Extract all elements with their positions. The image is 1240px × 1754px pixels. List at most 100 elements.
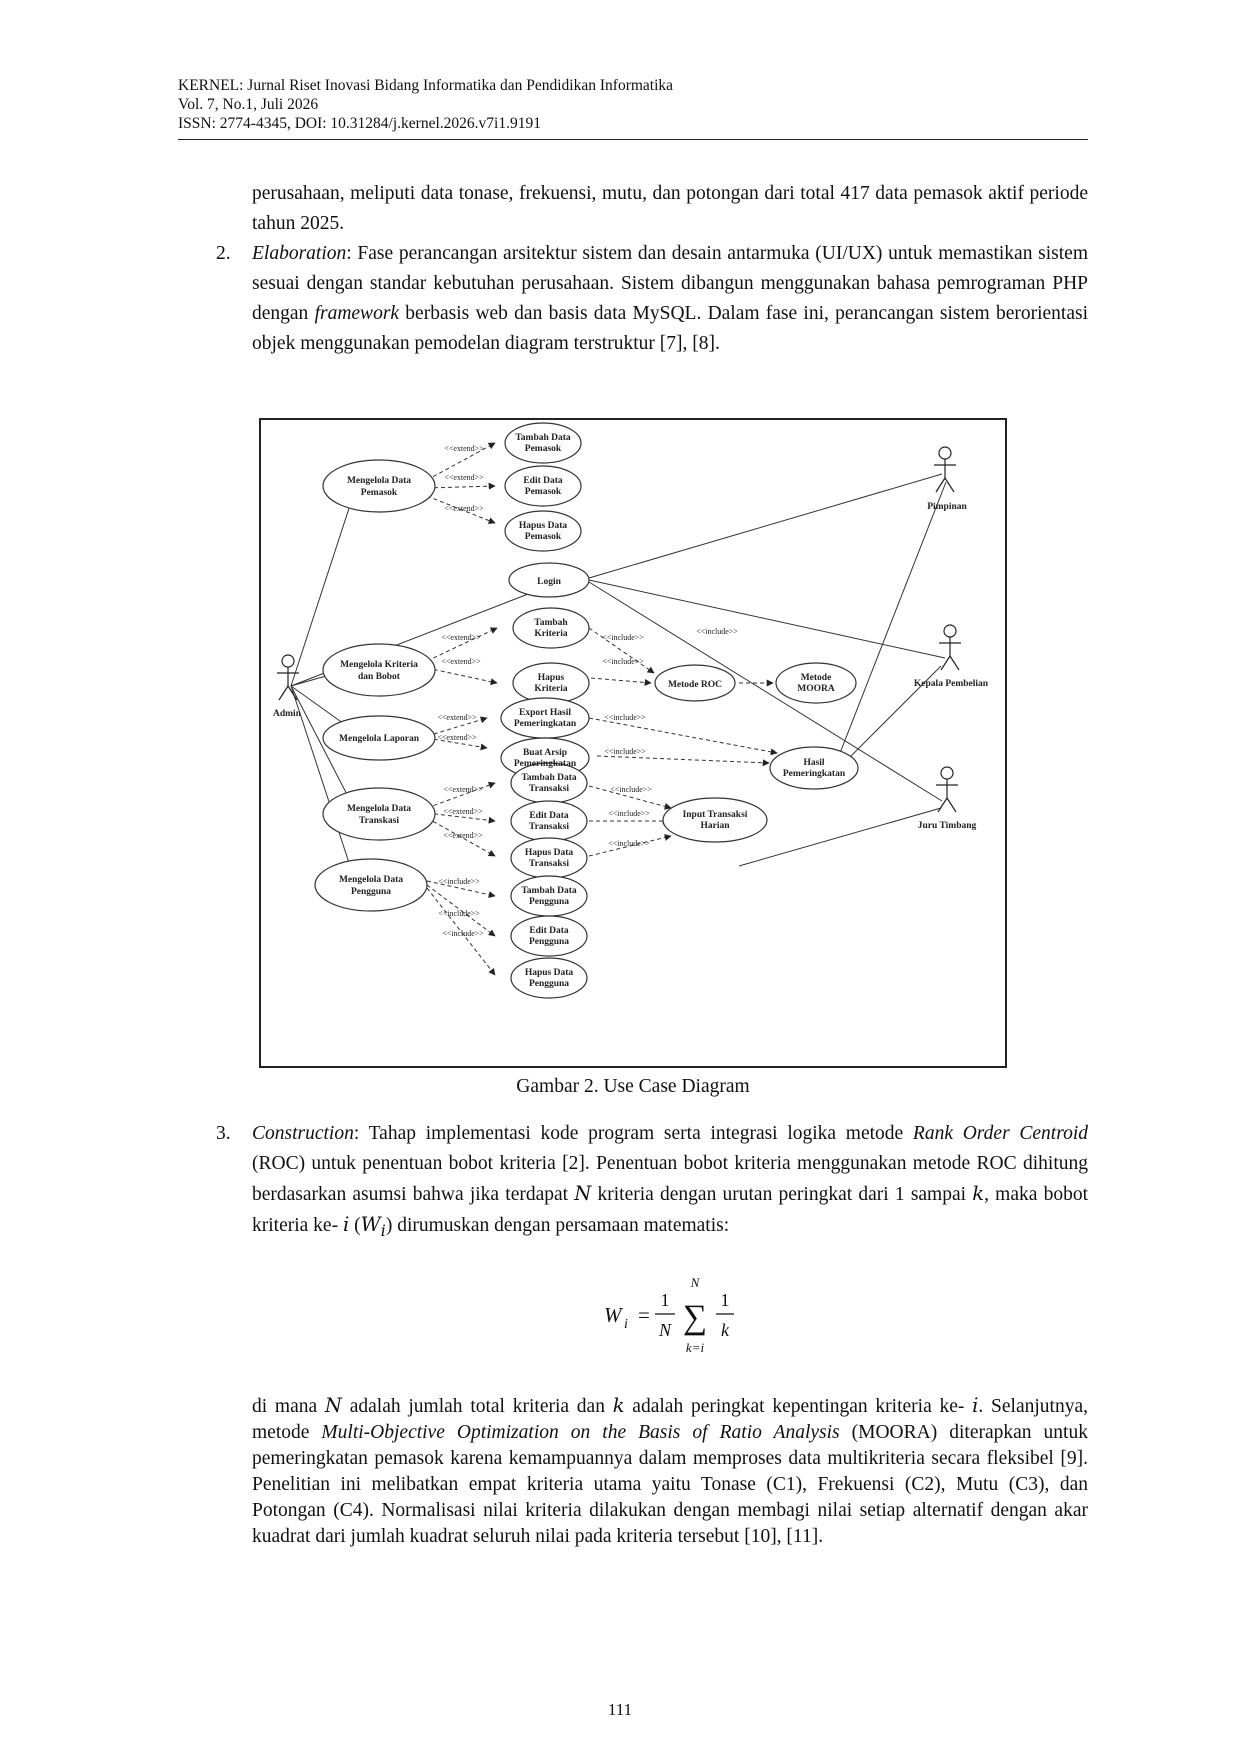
label-admin: Admin: [273, 709, 302, 719]
label-include-5: <<include>>: [604, 747, 646, 756]
usecase-mengelola-kriteria: [322, 643, 436, 697]
eq-sum-top: N: [690, 1275, 701, 1290]
label-include-9: <<include>>: [438, 877, 480, 886]
item3-text-a: : Tahap implementasi kode program serta …: [353, 1123, 913, 1144]
usecase-edit-pemasok: [504, 465, 582, 507]
label-export-2: Pemeringkatan: [514, 719, 577, 729]
label-mengelola-pemasok-1: Mengelola Data: [347, 476, 411, 486]
label-pimpinan: Pimpinan: [927, 502, 967, 512]
label-extend-5: <<extend>>: [441, 657, 481, 666]
usecase-mengelola-transaksi: [322, 787, 436, 841]
label-include-1: <<include>>: [602, 633, 644, 642]
label-extend-10: <<extend>>: [443, 831, 483, 840]
eq-sum-num: 1: [721, 1290, 730, 1310]
item3-text-e: (: [349, 1215, 361, 1236]
label-tambah-kriteria-2: Kriteria: [534, 629, 567, 639]
p4-text-c: adalah peringkat kepentingan kriteria ke…: [624, 1396, 973, 1417]
label-mengelola-transaksi-2: Transkasi: [359, 816, 399, 826]
label-juru-timbang: Juru Timbang: [918, 821, 977, 831]
eq-sum-bottom: k=i: [686, 1340, 705, 1355]
usecase-login: [508, 562, 590, 598]
term-elaboration: Elaboration: [252, 243, 347, 264]
label-edit-pengguna-1: Edit Data: [529, 926, 569, 936]
label-hapus-pengguna-1: Hapus Data: [525, 968, 574, 978]
label-extend-8: <<extend>>: [443, 785, 483, 794]
usecase-metode-moora: [775, 662, 857, 704]
list-number-3: 3.: [216, 1123, 231, 1144]
item2-text-b: berbasis web dan basis data MySQL. Dalam…: [252, 303, 1088, 354]
label-extend-2: <<extend>>: [444, 473, 484, 482]
list-number-2: 2.: [216, 243, 231, 264]
label-include-4: <<include>>: [604, 713, 646, 722]
actor-juru-timbang-icon: [936, 766, 958, 813]
label-mengelola-pemasok-2: Pemasok: [361, 488, 398, 498]
p4-symbol-k: k: [612, 1394, 625, 1417]
stereotype-labels: <<extend>> <<extend>> <<extend>> <<exten…: [437, 444, 738, 938]
label-metode-moora-1: Metode: [801, 673, 832, 683]
p4-symbol-N: N: [324, 1394, 342, 1417]
label-include-11: <<include>>: [442, 929, 484, 938]
usecase-export-hasil: [500, 697, 590, 739]
eq-lhs-sub: i: [624, 1317, 628, 1332]
actor-pimpinan-icon: [934, 446, 956, 493]
usecase-hapus-kriteria: [512, 662, 590, 704]
label-hapus-kriteria-2: Kriteria: [534, 684, 567, 694]
usecase-tambah-pengguna: [510, 875, 588, 917]
label-input-transaksi-2: Harian: [700, 821, 730, 831]
label-edit-pengguna-2: Pengguna: [529, 937, 569, 947]
usecase-edit-pengguna: [510, 915, 588, 957]
usecase-hapus-pemasok: [504, 510, 582, 552]
label-extend-9: <<extend>>: [443, 807, 483, 816]
item3-text-c: kriteria dengan urutan peringkat dari 1 …: [591, 1184, 973, 1205]
label-include-6: <<include>>: [610, 785, 652, 794]
label-tambah-pemasok-1: Tambah Data: [515, 433, 571, 443]
label-tambah-pengguna-1: Tambah Data: [521, 886, 577, 896]
label-hasil-1: Hasil: [803, 758, 824, 768]
label-edit-transaksi-1: Edit Data: [529, 811, 569, 821]
label-hapus-pemasok-1: Hapus Data: [519, 521, 568, 531]
label-mengelola-kriteria-1: Mengelola Kriteria: [340, 660, 418, 670]
usecase-labels: Mengelola Data Pemasok Tambah Data Pemas…: [339, 433, 846, 989]
usecase-mengelola-pengguna: [314, 858, 428, 912]
p4-text-b: adalah jumlah total kriteria dan: [341, 1396, 613, 1417]
label-tambah-pengguna-2: Pengguna: [529, 897, 569, 907]
term-roc: Rank Order Centroid: [912, 1123, 1088, 1144]
item3-text-d: , maka bobot kriteria ke-: [252, 1184, 1088, 1236]
usecase-mengelola-laporan: [322, 715, 436, 761]
usecase-input-transaksi: [662, 797, 768, 843]
label-include-10: <<include>>: [438, 909, 480, 918]
symbol-N: N: [574, 1182, 592, 1205]
eq-equals: =: [638, 1303, 650, 1327]
symbol-k: k: [972, 1182, 985, 1205]
label-hapus-pemasok-2: Pemasok: [525, 532, 562, 542]
p4-text-d: . Selanjutnya, metode: [252, 1396, 1088, 1443]
paragraph-item3: Construction: Tahap implementasi kode pr…: [252, 1119, 1088, 1246]
journal-title: KERNEL: Jurnal Riset Inovasi Bidang Info…: [178, 77, 674, 94]
label-mengelola-pengguna-1: Mengelola Data: [339, 875, 403, 885]
eq-sum-sign: ∑: [683, 1299, 707, 1336]
actor-labels: Admin Pimpinan Kepala Pembelian Juru Tim…: [273, 502, 989, 831]
label-hapus-pengguna-2: Pengguna: [529, 979, 569, 989]
label-export-1: Export Hasil: [519, 708, 571, 718]
label-mengelola-laporan: Mengelola Laporan: [339, 734, 420, 744]
label-mengelola-pengguna-2: Pengguna: [351, 887, 391, 897]
term-moora: Multi-Objective Optimization on the Basi…: [321, 1422, 840, 1443]
label-hasil-2: Pemeringkatan: [783, 769, 846, 779]
eq-frac-num: 1: [661, 1290, 670, 1310]
dependencies: [426, 442, 778, 976]
label-extend-3: <<extend>>: [444, 504, 484, 513]
eq-frac-den: N: [658, 1320, 672, 1340]
label-metode-moora-2: MOORA: [797, 684, 835, 694]
p4-text-a: di mana: [252, 1396, 325, 1417]
label-hapus-kriteria-1: Hapus: [538, 673, 565, 683]
term-construction: Construction: [252, 1123, 354, 1144]
p4-text-e: (MOORA) diterapkan untuk pemeringkatan p…: [252, 1422, 1088, 1547]
eq-lhs: W: [604, 1303, 624, 1327]
p4-symbol-i: i: [972, 1394, 979, 1417]
label-extend-4: <<extend>>: [441, 633, 481, 642]
label-tambah-pemasok-2: Pemasok: [525, 444, 562, 454]
label-tambah-transaksi-1: Tambah Data: [521, 773, 577, 783]
label-extend-6: <<extend>>: [437, 713, 477, 722]
paragraph-item2: Elaboration: Fase perancangan arsitektur…: [252, 239, 1088, 359]
page-number: 111: [607, 1700, 633, 1719]
